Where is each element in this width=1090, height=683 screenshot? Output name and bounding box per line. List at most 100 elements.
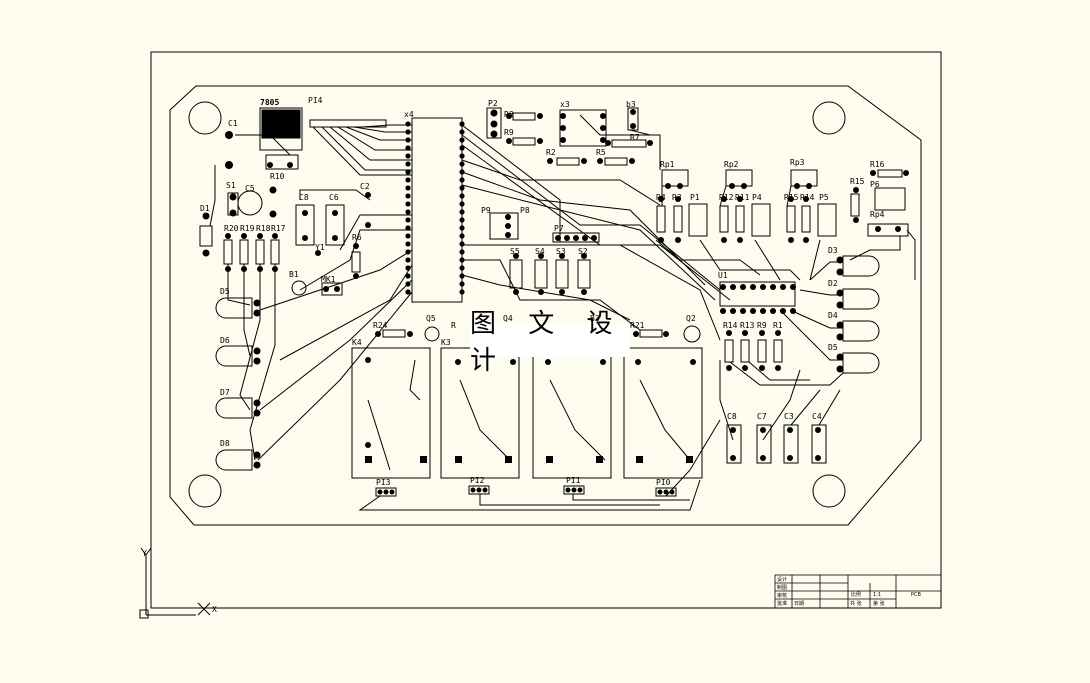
ic-pad	[459, 201, 465, 207]
label-b1: B1	[289, 270, 299, 279]
label-r14: R14	[800, 193, 815, 202]
ic-pad	[459, 273, 465, 279]
ic-pad	[405, 225, 411, 231]
ic-pad	[405, 177, 411, 183]
label-r6: R6	[352, 233, 362, 242]
label-rp3: Rp3	[790, 158, 805, 167]
label-r19: R19	[240, 224, 255, 233]
ic-pad	[459, 289, 465, 295]
ic-pad	[459, 177, 465, 183]
label-c1: C1	[228, 119, 238, 128]
led-d3	[842, 255, 880, 277]
label-b3-lower: B3	[590, 314, 600, 323]
ic-pad	[405, 121, 411, 127]
ic-pad	[405, 169, 411, 175]
ic-pad	[405, 281, 411, 287]
tb-date: 日期	[794, 601, 804, 607]
ic-pad	[459, 225, 465, 231]
label-x4: x4	[404, 110, 414, 119]
ic-pad	[405, 129, 411, 135]
label-7805: 7805	[260, 98, 279, 107]
led-d7	[215, 397, 253, 419]
label-d8: D8	[220, 439, 230, 448]
label-d7: D7	[220, 388, 230, 397]
ic-pad	[459, 145, 465, 151]
label-rp2: Rp2	[724, 160, 739, 169]
switch-s4	[534, 259, 548, 289]
mounting-hole-tr	[812, 101, 846, 135]
ic-pad	[459, 193, 465, 199]
u7805-body	[259, 107, 303, 151]
label-b3: b3	[626, 100, 636, 109]
label-d5-left: D5	[220, 287, 230, 296]
tb-check: 审核	[777, 592, 787, 599]
label-s3: S3	[556, 247, 566, 256]
tb-approve: 批准	[777, 600, 787, 607]
label-d6: D6	[220, 336, 230, 345]
mounting-hole-tl	[188, 101, 222, 135]
ic-pad	[459, 121, 465, 127]
label-r14-lower: R14	[723, 321, 738, 330]
label-rp4: Rp4	[870, 210, 885, 219]
label-r18: R18	[256, 224, 271, 233]
label-c7: C7	[757, 412, 767, 421]
label-p4: P4	[752, 193, 762, 202]
led-d4	[842, 320, 880, 342]
switch-s3	[555, 259, 569, 289]
led-d8	[215, 449, 253, 471]
label-d4: D4	[828, 311, 838, 320]
ic-pad	[459, 209, 465, 215]
relay-k4	[351, 347, 431, 479]
transistor-q5	[424, 326, 440, 342]
label-d2: D2	[828, 279, 838, 288]
switch-s2	[577, 259, 591, 289]
tb-scale: 1:1	[873, 592, 881, 598]
label-pi4: PI4	[308, 96, 323, 105]
label-r: R	[451, 321, 456, 330]
watermark-banner: 图 文 设 计	[470, 309, 630, 376]
ic-pad	[405, 185, 411, 191]
ucs-y-label: Y	[142, 549, 147, 558]
header-pi2	[468, 485, 490, 495]
ic-pad	[405, 273, 411, 279]
led-d5b	[842, 352, 880, 374]
label-x3: x3	[560, 100, 570, 109]
label-p9: P9	[481, 206, 491, 215]
label-p1: P1	[690, 193, 700, 202]
ic-pad	[459, 185, 465, 191]
label-p7: P7	[554, 224, 564, 233]
label-c3: C3	[784, 412, 794, 421]
ucs-x-label: X	[212, 605, 217, 614]
tb-sheet: 共 张	[850, 600, 862, 607]
label-p5: P5	[819, 193, 829, 202]
ic-pad	[405, 137, 411, 143]
ic-pad	[459, 249, 465, 255]
label-r15b: R15	[784, 193, 799, 202]
ucs-icon	[139, 547, 211, 619]
tb-name: PCB	[911, 592, 922, 598]
board-outline	[169, 85, 922, 526]
label-r11: R11	[735, 193, 750, 202]
label-rp1: Rp1	[660, 160, 675, 169]
ic-pad	[459, 169, 465, 175]
tb-page: 第 张	[873, 600, 885, 607]
ic-pad	[459, 153, 465, 159]
label-s5: S5	[510, 247, 520, 256]
label-d3: D3	[828, 246, 838, 255]
label-r15: R15	[850, 177, 865, 186]
label-y1: Y1	[315, 243, 325, 252]
label-d1: D1	[200, 204, 210, 213]
label-s2: S2	[578, 247, 588, 256]
ic-pad	[405, 217, 411, 223]
label-p2: P2	[488, 99, 498, 108]
header-pi1	[563, 485, 585, 495]
relay-b3	[623, 347, 703, 479]
ic-pad	[459, 265, 465, 271]
label-q4: Q4	[503, 314, 513, 323]
label-c8-top: C8	[299, 193, 309, 202]
label-r9-lower: R9	[757, 321, 767, 330]
label-r12: R12	[719, 193, 734, 202]
label-k3: K3	[441, 338, 451, 347]
ic-pad	[459, 217, 465, 223]
ic-pad	[459, 233, 465, 239]
